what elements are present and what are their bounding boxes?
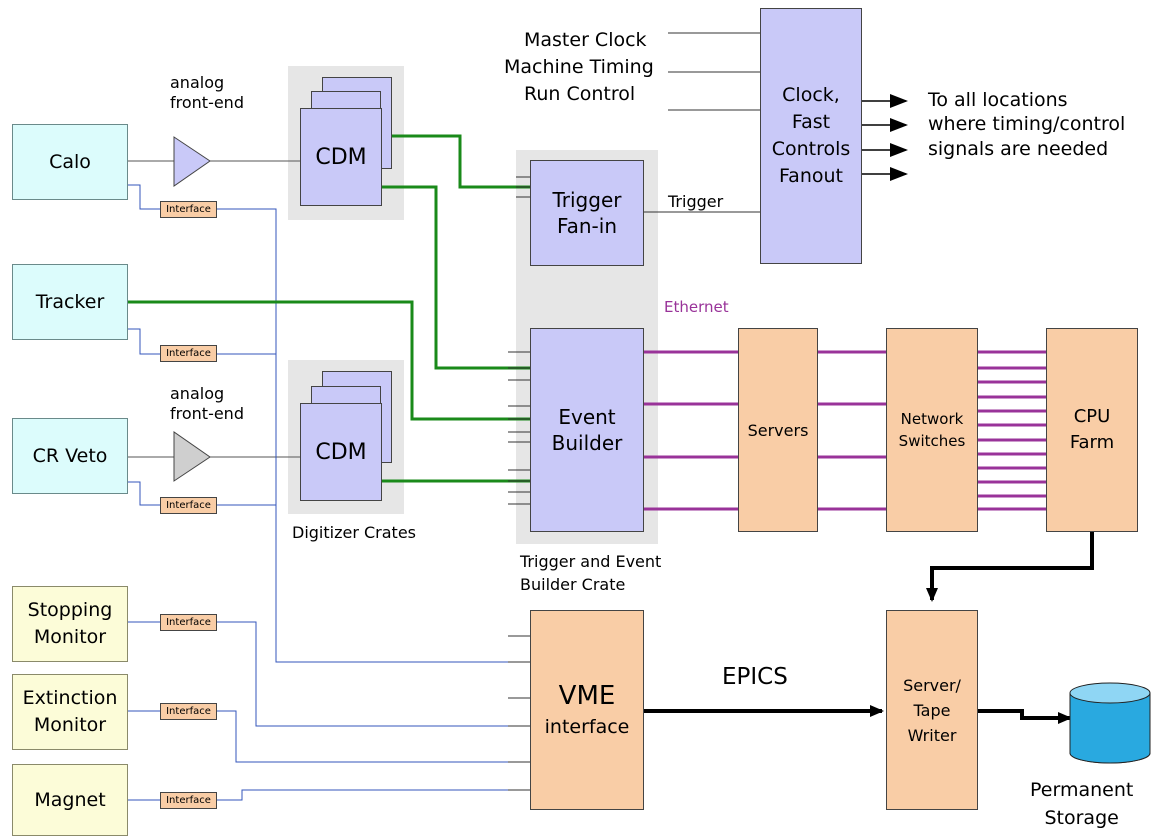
servers-label: Servers: [747, 420, 809, 440]
servers-box: Servers: [738, 328, 818, 532]
green-data-links: [128, 134, 530, 483]
cdm-bottom-label: CDM: [315, 439, 367, 465]
calo-box: Calo: [12, 124, 128, 200]
master-clock-label: Master Clock: [524, 29, 647, 51]
crate-pins: [508, 176, 530, 791]
network-switches-label: Network Switches: [898, 410, 966, 450]
clock-output-line-3: signals are needed: [928, 138, 1109, 160]
event-builder-label: Event Builder: [551, 405, 623, 455]
tracker-label: Tracker: [35, 291, 105, 313]
permanent-storage-cylinder: [1069, 682, 1151, 764]
clock-output-arrows: [862, 94, 908, 181]
analog-frontend-label-bottom: analog front-end: [170, 384, 244, 423]
trigger-fanin-box: Trigger Fan-in: [530, 160, 644, 266]
ethernet-links: [644, 350, 1046, 511]
server-tape-writer-label: Server/ Tape Writer: [903, 675, 961, 745]
run-control-label: Run Control: [524, 83, 636, 105]
permanent-storage-label: Permanent Storage: [1030, 779, 1134, 829]
interface-calo: Interface: [160, 201, 217, 218]
digitizer-crates-label: Digitizer Crates: [292, 523, 416, 542]
crveto-label: CR Veto: [32, 445, 108, 467]
tracker-box: Tracker: [12, 264, 128, 340]
vme-subtitle: interface: [544, 716, 630, 738]
thick-data-links: [644, 532, 1094, 724]
extinction-monitor-box: Extinction Monitor: [12, 674, 128, 750]
stopping-monitor-label: Stopping Monitor: [27, 599, 113, 648]
trigger-label: Trigger: [668, 192, 724, 211]
cdm-top: CDM: [300, 108, 382, 206]
clock-fanout-label: Clock, Fast Controls Fanout: [771, 84, 851, 187]
clock-fanout-box: Clock, Fast Controls Fanout: [760, 8, 862, 264]
analog-amplifier-crveto: [173, 431, 211, 482]
epics-label: EPICS: [722, 664, 788, 690]
vme-interface-box: VME interface: [530, 610, 644, 810]
cpu-farm-label: CPU Farm: [1069, 406, 1115, 453]
interface-stopping: Interface: [160, 614, 217, 631]
clock-output-line-2: where timing/control: [928, 113, 1126, 135]
trigger-eb-crate-label: Trigger and Event Builder Crate: [520, 552, 662, 594]
interface-magnet: Interface: [160, 792, 217, 809]
trigger-fanin-label: Trigger Fan-in: [552, 188, 622, 238]
interface-extinction: Interface: [160, 703, 217, 720]
cdm-bottom: CDM: [300, 403, 382, 501]
interface-wires: [128, 184, 530, 801]
magnet-label: Magnet: [34, 789, 106, 811]
magnet-box: Magnet: [12, 764, 128, 836]
analog-amplifier-calo: [173, 136, 211, 187]
clock-input-wires: [668, 32, 760, 111]
machine-timing-label: Machine Timing: [504, 56, 654, 78]
interface-crveto: Interface: [160, 497, 217, 514]
cdm-top-label: CDM: [315, 144, 367, 170]
cpu-farm-box: CPU Farm: [1046, 328, 1138, 532]
vme-title: VME: [558, 681, 616, 711]
stopping-monitor-box: Stopping Monitor: [12, 586, 128, 662]
crveto-box: CR Veto: [12, 418, 128, 494]
server-tape-writer-box: Server/ Tape Writer: [886, 610, 978, 810]
extinction-monitor-label: Extinction Monitor: [22, 687, 118, 736]
ethernet-label: Ethernet: [664, 298, 729, 316]
analog-frontend-label-top: analog front-end: [170, 73, 244, 112]
event-builder-box: Event Builder: [530, 328, 644, 532]
interface-tracker: Interface: [160, 345, 217, 362]
network-switches-box: Network Switches: [886, 328, 978, 532]
clock-output-line-1: To all locations: [928, 89, 1068, 111]
calo-label: Calo: [49, 151, 91, 173]
